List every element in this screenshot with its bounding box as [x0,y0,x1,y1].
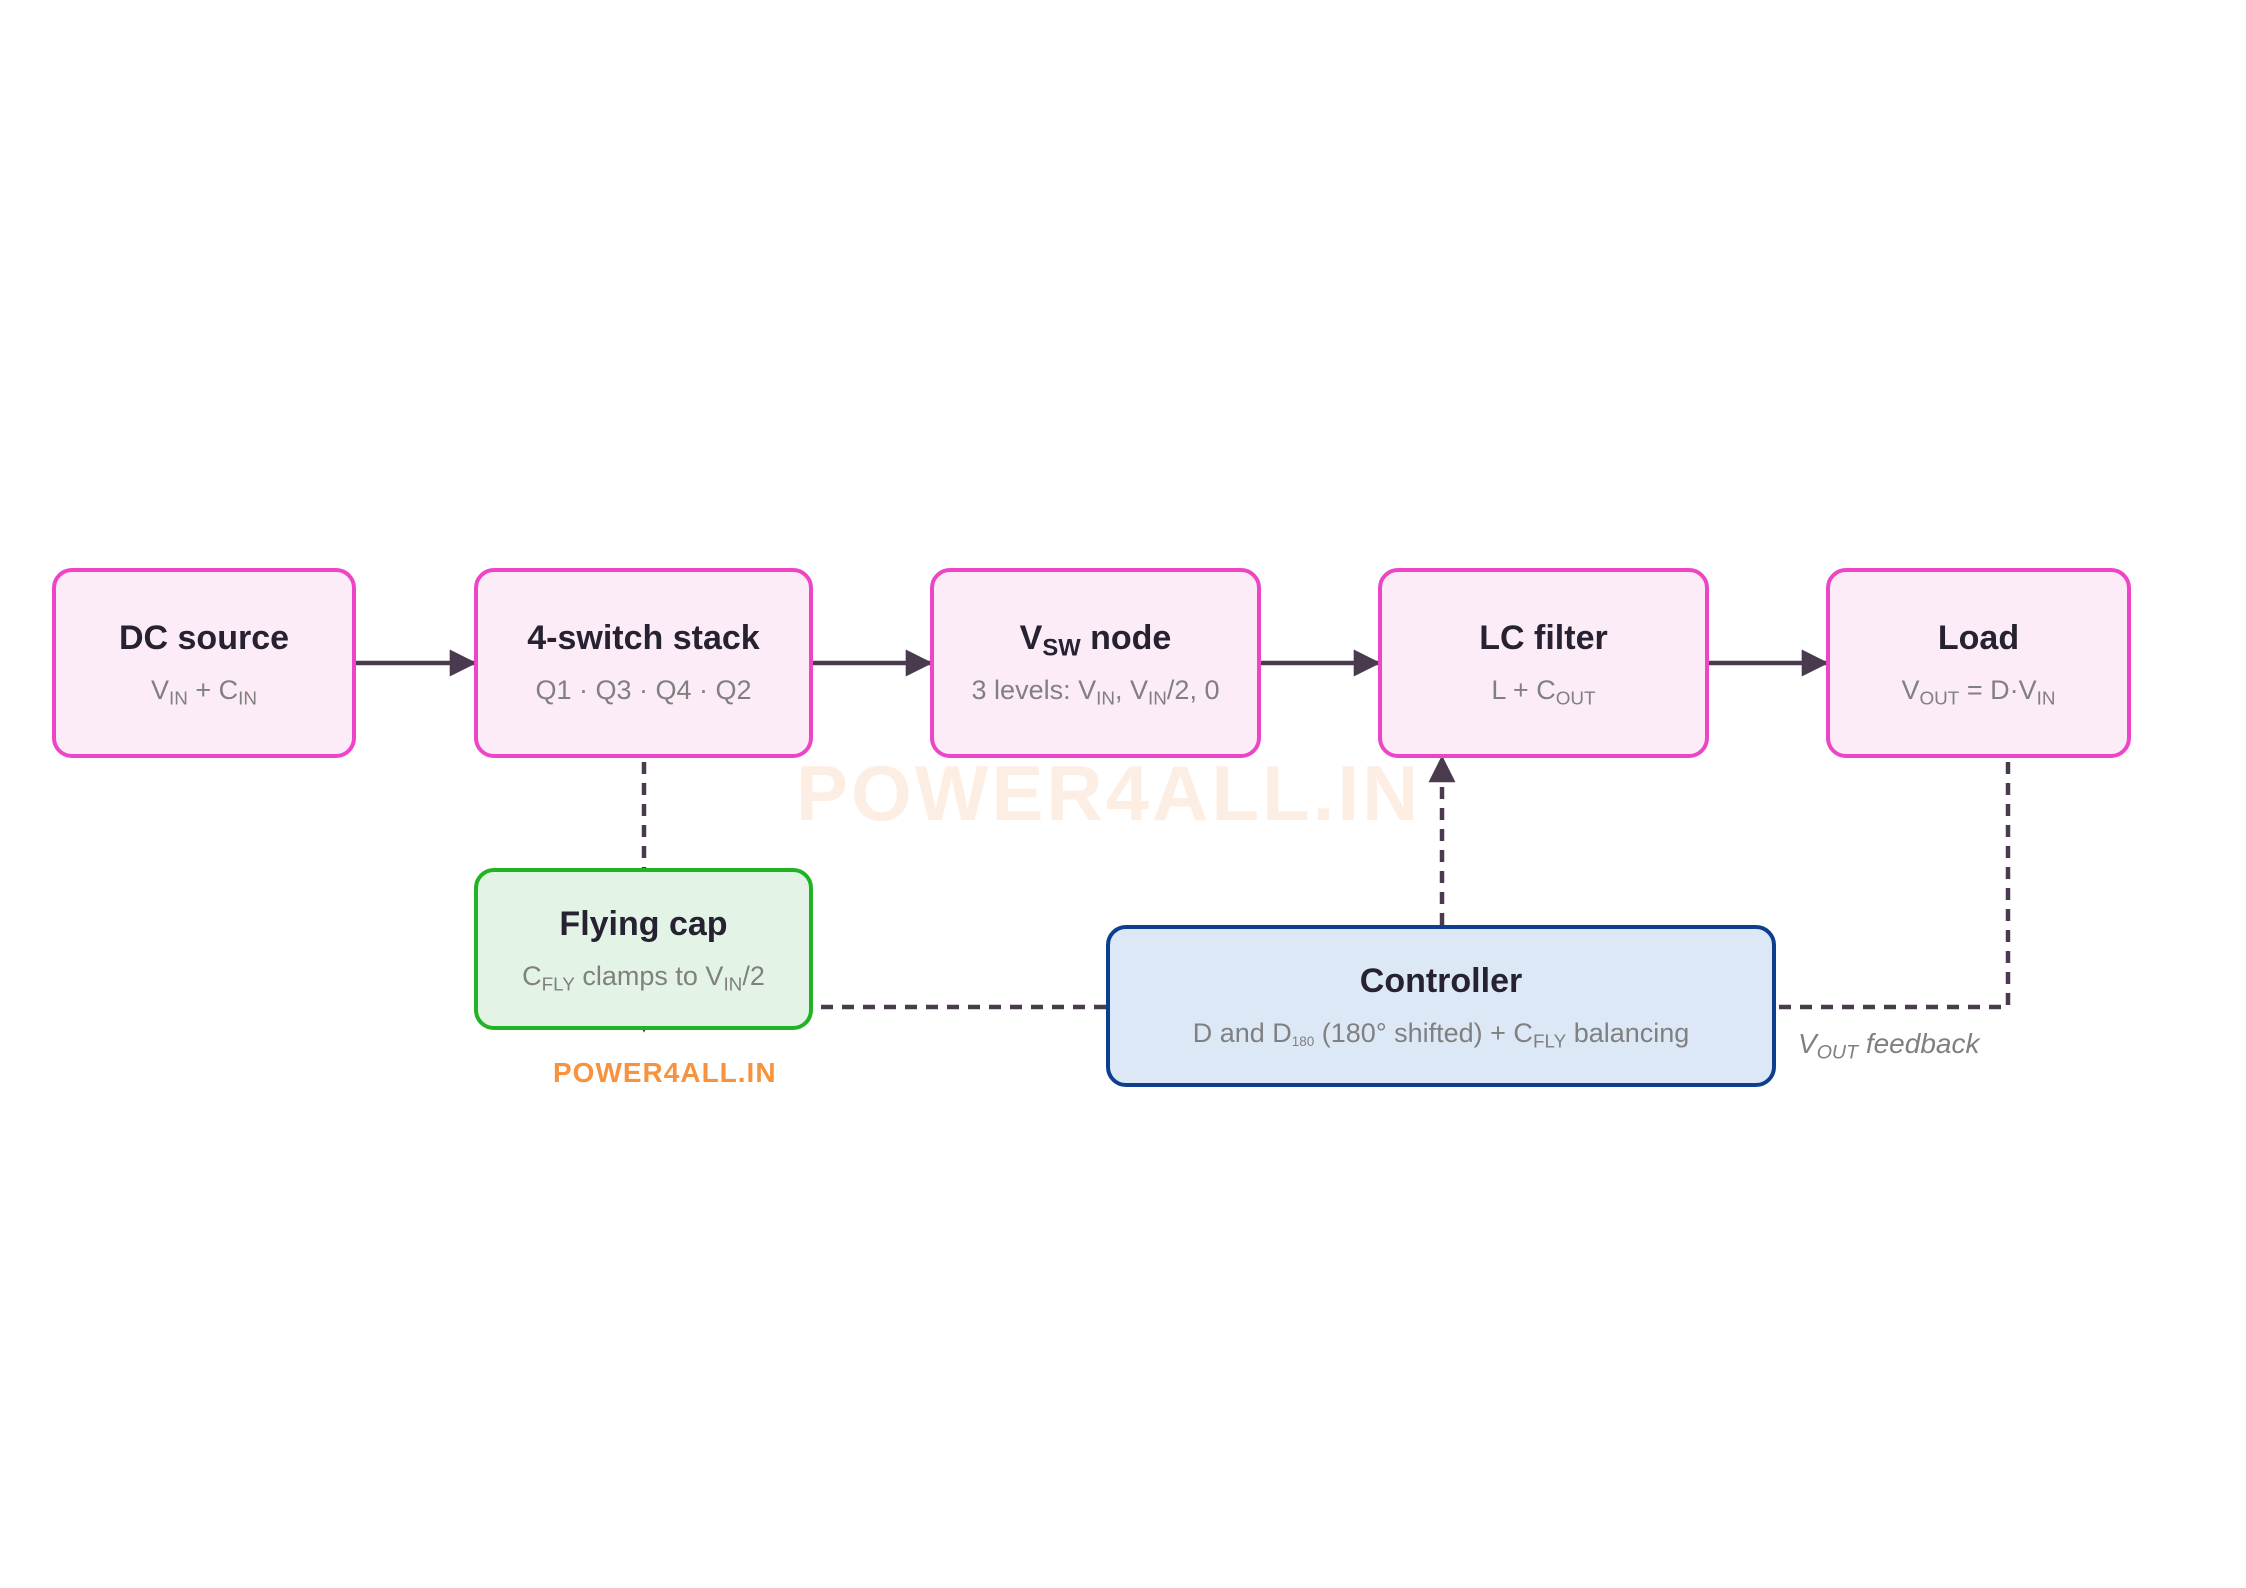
switch-stack-block: 4-switch stack Q1 · Q3 · Q4 · Q2 [474,568,813,758]
load-title: Load [1937,619,2020,658]
controller-block: Controller D and D180 (180° shifted) + C… [1106,925,1776,1087]
lc-filter-title: LC filter [1479,619,1608,658]
flying-cap-block: Flying cap CFLY clamps to VIN/2 [474,868,813,1030]
lc-filter-subtitle: L + COUT [1491,674,1596,710]
dc-source-subtitle: VIN + CIN [150,674,258,710]
lc-filter-block: LC filter L + COUT [1378,568,1709,758]
vsw-node-subtitle: 3 levels: VIN, VIN/2, 0 [971,674,1220,710]
flying-cap-title: Flying cap [559,905,728,944]
vsw-node-title: VSW node [1019,619,1172,663]
switch-stack-subtitle: Q1 · Q3 · Q4 · Q2 [535,674,752,705]
controller-title: Controller [1359,962,1523,1001]
controller-subtitle: D and D180 (180° shifted) + CFLY balanci… [1192,1017,1690,1053]
dc-source-block: DC source VIN + CIN [52,568,356,758]
dashed-vout-feedback [1776,762,2011,1010]
watermark: POWER4ALL.IN [796,749,1422,837]
load-block: Load VOUT = D·VIN [1826,568,2131,758]
watermark-logo: POWER4ALL.IN [553,1057,777,1088]
load-subtitle: VOUT = D·VIN [1901,674,2056,710]
dc-source-title: DC source [118,619,290,658]
vout-feedback-label: VOUT feedback [1798,1028,1980,1064]
switch-stack-title: 4-switch stack [527,619,760,658]
flying-cap-subtitle: CFLY clamps to VIN/2 [522,960,765,996]
vsw-node-block: VSW node 3 levels: VIN, VIN/2, 0 [930,568,1261,758]
